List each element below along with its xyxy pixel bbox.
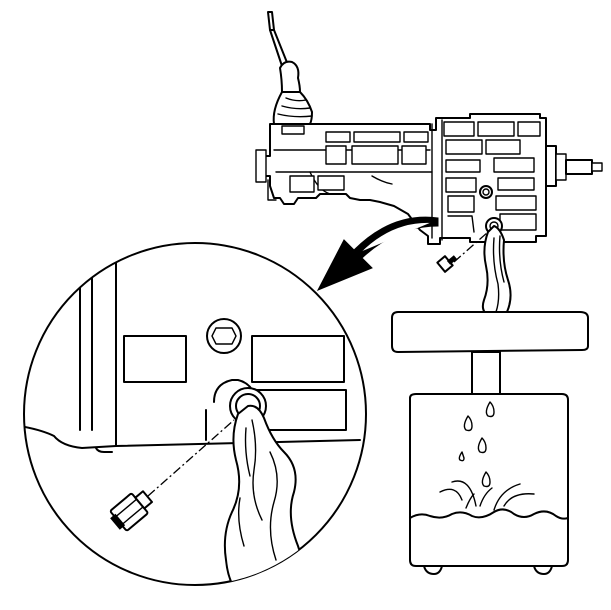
shift-lever <box>267 11 313 125</box>
fluid-surface <box>409 508 569 520</box>
drain-pan-funnel <box>391 311 589 353</box>
drain-plug-large <box>109 490 153 532</box>
fluid-drips <box>458 401 495 488</box>
transmission <box>255 11 603 245</box>
detail-magnifier <box>23 242 367 586</box>
drain-pan-stem <box>471 351 501 395</box>
drain-plug-small <box>436 231 489 273</box>
drain-pan <box>391 311 589 575</box>
pointer-arrow <box>316 216 439 291</box>
